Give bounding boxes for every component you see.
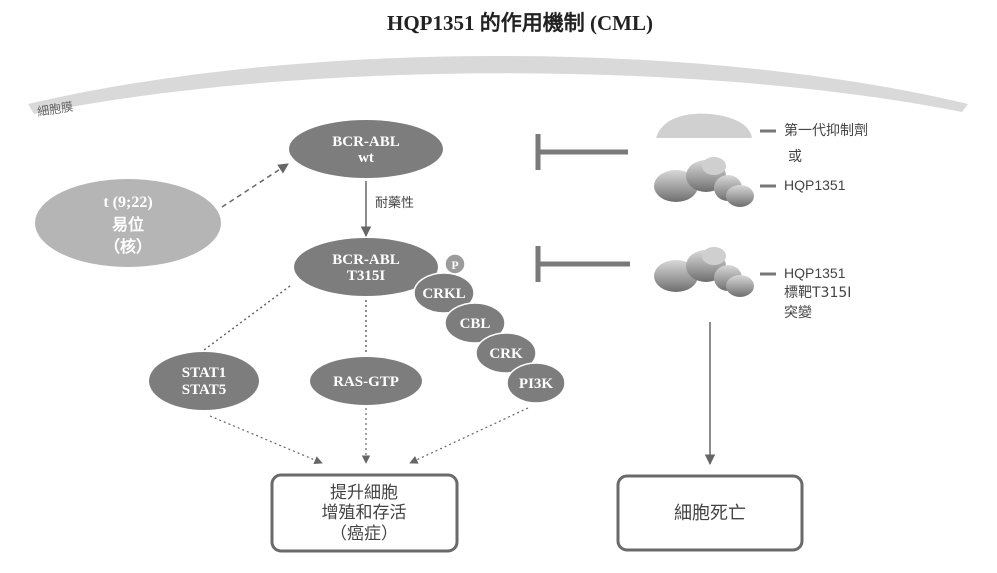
proliferation-line1: 提升細胞 <box>330 483 398 503</box>
phospho-node <box>444 253 466 275</box>
translocation-node <box>35 179 221 267</box>
inhibitor-top-line2: 或 <box>788 149 802 165</box>
pi3k-to-outcome-arrow <box>409 407 529 464</box>
hqp1351-molecule-bottom <box>654 247 754 297</box>
crkl-label: CRKL <box>422 286 465 302</box>
bcr-abl-wt-node <box>289 120 443 178</box>
ras-node <box>310 357 422 405</box>
phospho-label: P <box>451 258 458 272</box>
inhibitor-bottom-line3: 突變 <box>784 305 812 321</box>
crk-node <box>475 332 537 374</box>
stat-line2: STAT5 <box>182 382 226 398</box>
inhibitor-top-line3: HQP1351 <box>784 177 846 193</box>
translocation-line2: 易位 <box>112 215 144 234</box>
proliferation-box <box>270 473 459 553</box>
hqp1351-molecule-top <box>654 157 754 207</box>
inhibitor-top-line1: 第一代抑制劑 <box>784 122 868 139</box>
cell-death-label: 細胞死亡 <box>674 503 746 524</box>
bcr-abl-t315i-node <box>294 238 438 296</box>
stat-to-outcome-arrow <box>209 415 323 464</box>
cell-death-box <box>616 474 804 552</box>
stat-line1: STAT1 <box>182 365 226 381</box>
resistance-label: 耐藥性 <box>375 196 414 211</box>
bcr-abl-wt-line2: wt <box>358 150 374 166</box>
translocation-arrow <box>221 163 289 208</box>
crkl-node <box>413 272 475 314</box>
crk-label: CRK <box>489 346 523 362</box>
first-gen-inhibitor-shape <box>656 113 752 138</box>
ras-label: RAS-GTP <box>333 374 399 390</box>
bcr-abl-t315i-line1: BCR-ABL <box>332 252 400 268</box>
inhibit-t315i-bar <box>535 246 630 282</box>
pi3k-node <box>506 362 566 404</box>
inhibitor-bottom-line1: HQP1351 <box>784 265 846 281</box>
inhibitor-bottom-line2: 標靶T315I <box>784 285 851 301</box>
cbl-node <box>444 302 506 344</box>
membrane-label: 細胞膜 <box>36 100 74 119</box>
translocation-line1: t (9;22) <box>103 194 152 211</box>
cell-membrane <box>28 56 968 114</box>
translocation-line3: （核） <box>104 237 152 256</box>
inhibit-wt-bar <box>535 134 628 170</box>
cbl-label: CBL <box>460 316 491 332</box>
diagram-title: HQP1351 的作用機制 (CML) <box>387 11 653 35</box>
bcr-abl-wt-line1: BCR-ABL <box>332 134 400 150</box>
stat-node <box>149 352 259 410</box>
t315i-stat-link <box>203 285 291 351</box>
bcr-abl-t315i-line2: T315I <box>347 268 386 284</box>
proliferation-line3: （癌症） <box>330 524 398 544</box>
pi3k-label: PI3K <box>519 376 554 392</box>
proliferation-line2: 增殖和存活 <box>322 503 407 523</box>
